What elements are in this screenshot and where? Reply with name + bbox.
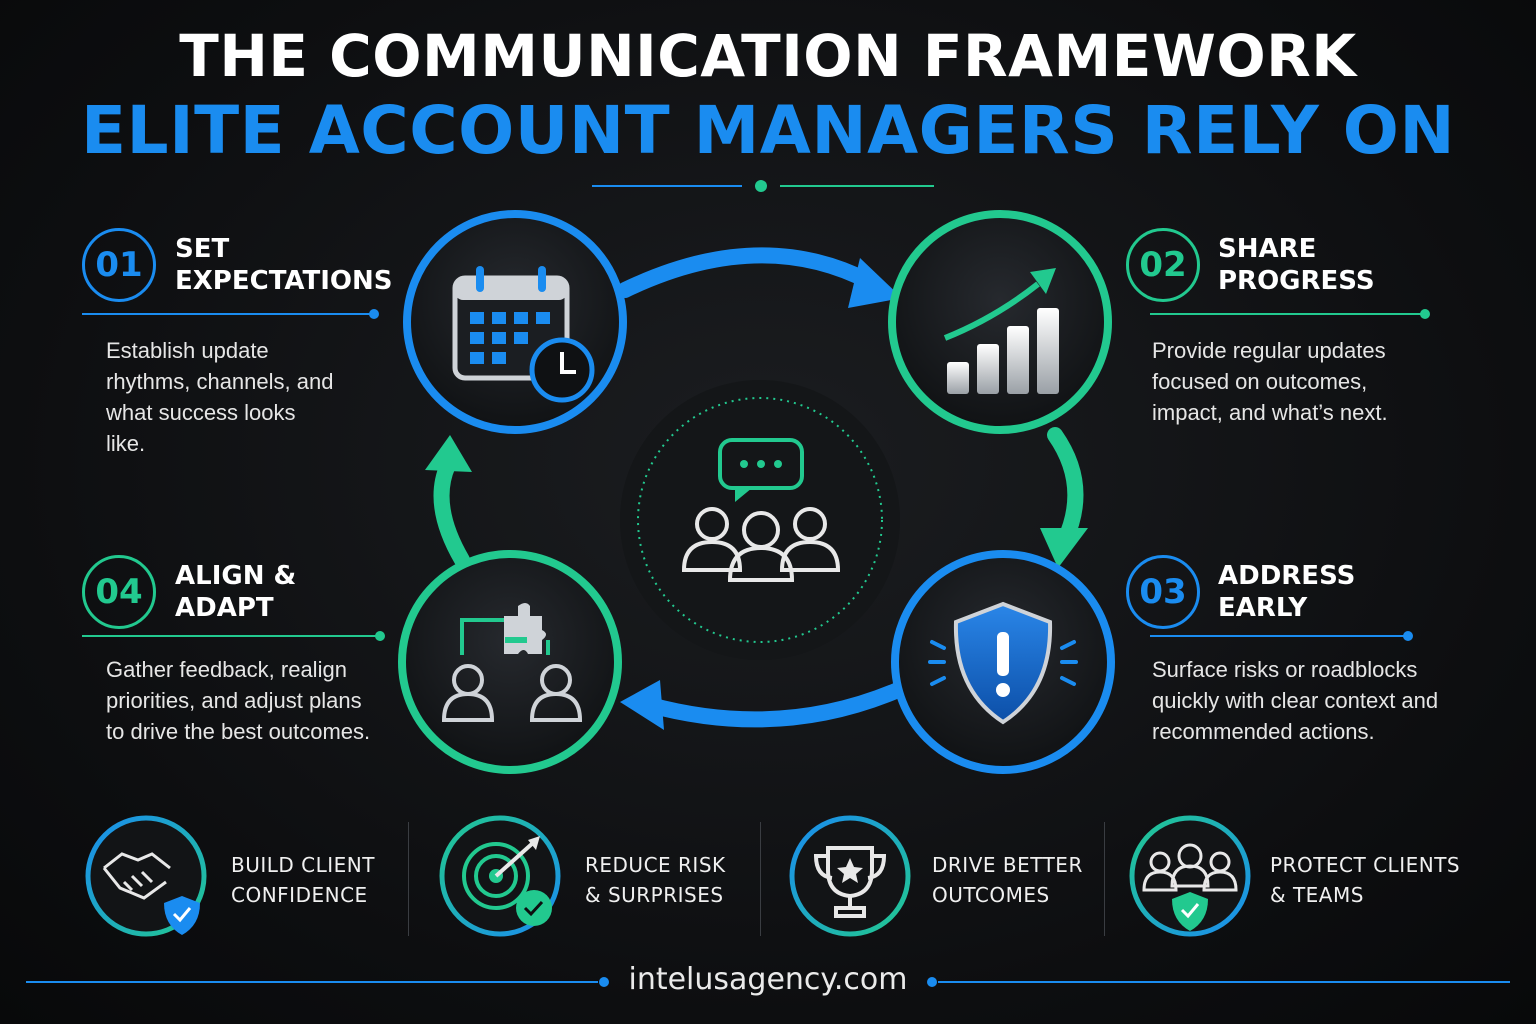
step-title-line: ALIGN &	[175, 561, 297, 591]
step-title-02: SHARE PROGRESS	[1218, 233, 1478, 297]
footer-lines	[26, 977, 1510, 987]
step-circle-2	[888, 210, 1112, 434]
arrow-4-to-1	[425, 435, 472, 568]
step-title-line: EARLY	[1218, 593, 1308, 623]
step-title-line: ADDRESS	[1218, 561, 1356, 591]
alert-shield-icon	[928, 601, 1078, 725]
step-divider-01	[82, 309, 379, 319]
benefit-divider	[1104, 822, 1105, 936]
center-hub	[620, 380, 900, 660]
step-divider-04	[82, 631, 385, 641]
target-check-icon	[462, 836, 552, 926]
step-divider-02	[1150, 309, 1430, 319]
calendar-clock-icon	[452, 266, 595, 403]
step-title-04: ALIGN & ADAPT	[175, 560, 435, 624]
benefit-line: REDUCE RISK	[585, 853, 726, 877]
handshake-shield-icon	[102, 852, 171, 900]
benefit-line: DRIVE BETTER	[932, 853, 1083, 877]
growth-chart-icon	[943, 268, 1059, 394]
title-line-1: THE COMMUNICATION FRAMEWORK	[179, 22, 1357, 90]
benefit-icon-2	[439, 815, 561, 937]
step-divider-03	[1150, 631, 1413, 641]
benefit-line: BUILD CLIENT	[231, 853, 375, 877]
step-title-line: PROGRESS	[1218, 266, 1375, 296]
trophy-icon	[813, 846, 887, 918]
step-number-04: 04	[82, 555, 156, 629]
step-title-line: SET	[175, 234, 230, 264]
benefit-label-3: DRIVE BETTER OUTCOMES	[932, 850, 1132, 910]
benefit-line: CONFIDENCE	[231, 883, 368, 907]
step-description-03: Surface risks or roadblocks quickly with…	[1152, 657, 1439, 744]
step-description-04: Gather feedback, realign priorities, and…	[106, 657, 371, 744]
benefit-line: OUTCOMES	[932, 883, 1050, 907]
step-title-line: ADAPT	[175, 593, 274, 623]
step-description-01: Establish update rhythms, channels, and …	[106, 338, 334, 456]
title-line-2: ELITE ACCOUNT MANAGERS RELY ON	[80, 92, 1456, 169]
step-description-02: Provide regular updates focused on outco…	[1152, 338, 1388, 425]
benefit-label-4: PROTECT CLIENTS & TEAMS	[1270, 850, 1510, 910]
step-circle-3	[891, 550, 1115, 774]
people-puzzle-icon	[441, 603, 583, 722]
benefit-label-2: REDUCE RISK & SURPRISES	[585, 850, 785, 910]
step-circle-1	[403, 210, 627, 434]
benefit-line: PROTECT CLIENTS	[1270, 853, 1461, 877]
team-shield-icon	[1142, 843, 1238, 892]
benefit-icon-3	[789, 815, 911, 937]
arrow-3-to-4	[620, 680, 906, 730]
benefit-line: & SURPRISES	[585, 883, 724, 907]
benefit-divider	[760, 822, 761, 936]
step-title-line: SHARE	[1218, 234, 1317, 264]
benefit-icon-4	[1129, 815, 1251, 937]
benefit-icon-1	[85, 815, 207, 937]
step-title-line: EXPECTATIONS	[175, 266, 393, 296]
step-number-01: 01	[82, 228, 156, 302]
benefit-line: & TEAMS	[1270, 883, 1364, 907]
team-chat-icon	[681, 438, 841, 582]
arrow-1-to-2	[617, 247, 902, 308]
footer-website-link[interactable]: intelusagency.com	[628, 962, 908, 997]
benefit-divider	[408, 822, 409, 936]
header-divider	[592, 180, 934, 192]
step-title-03: ADDRESS EARLY	[1218, 560, 1478, 624]
step-number-02: 02	[1126, 228, 1200, 302]
arrow-2-to-3	[1040, 427, 1088, 568]
step-circle-4	[398, 550, 622, 774]
benefit-label-1: BUILD CLIENT CONFIDENCE	[231, 850, 431, 910]
step-number-03: 03	[1126, 555, 1200, 629]
step-title-01: SET EXPECTATIONS	[175, 233, 435, 297]
